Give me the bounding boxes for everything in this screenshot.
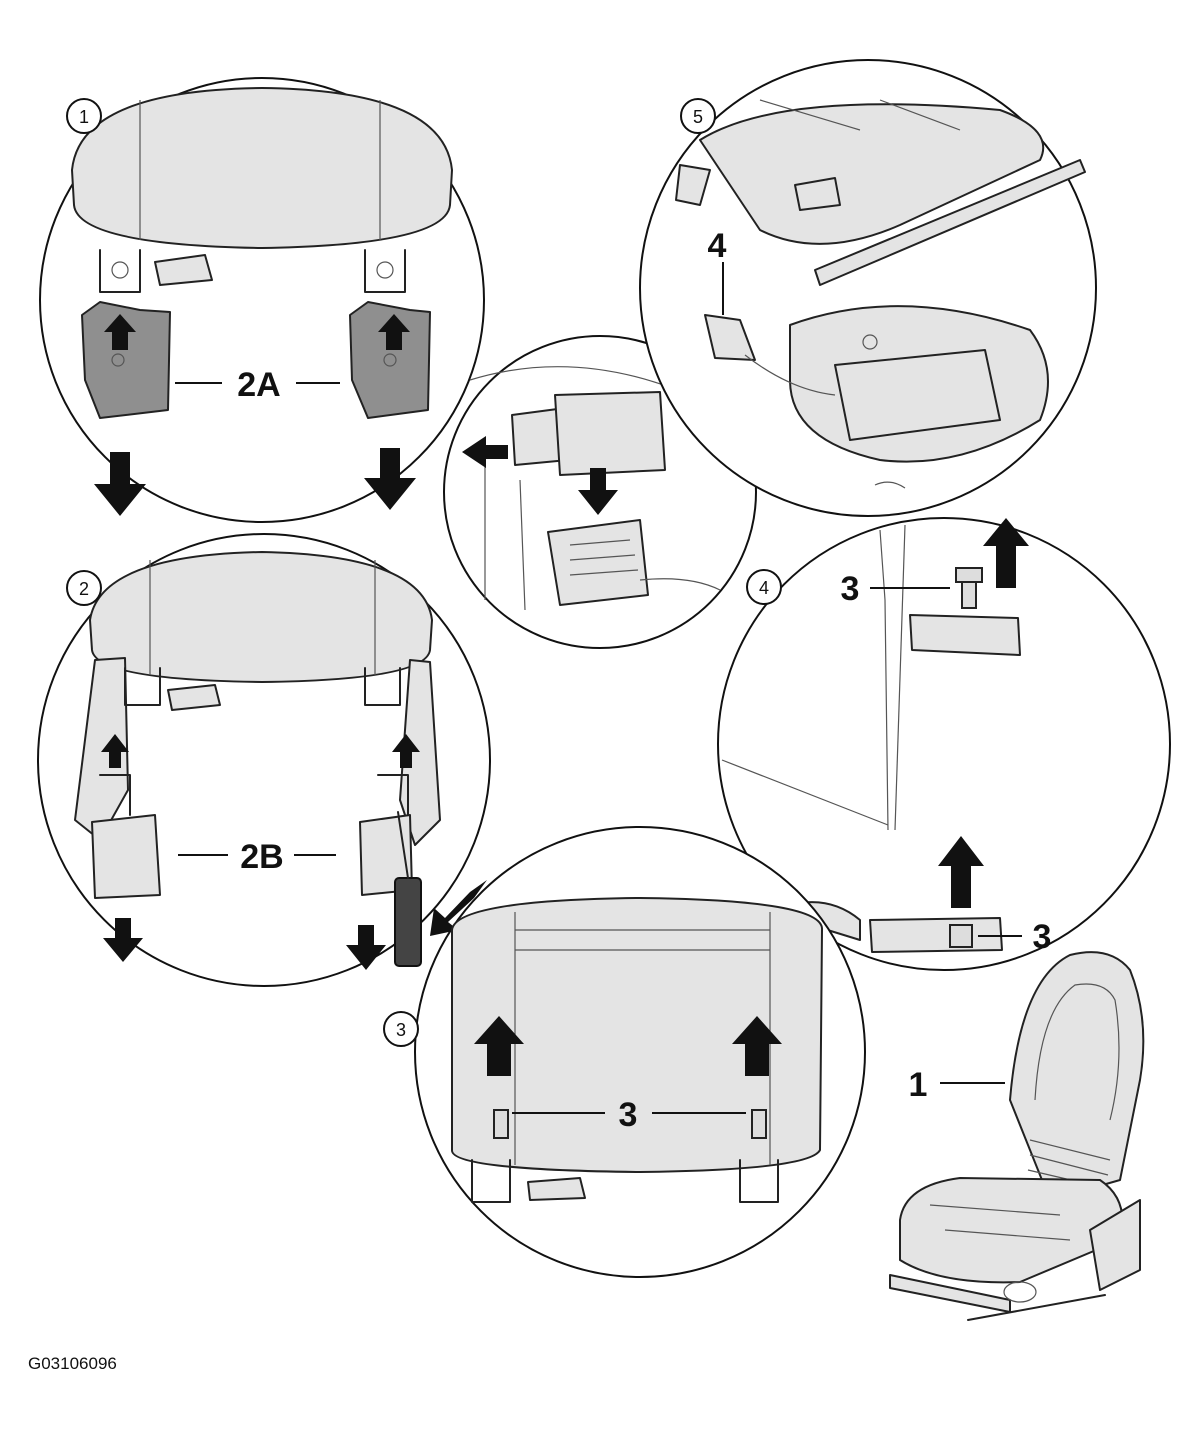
arrow-left-icon <box>462 436 508 468</box>
seat-overview <box>889 951 1145 1321</box>
screwdriver-icon <box>394 811 422 967</box>
svg-text:4: 4 <box>759 578 769 598</box>
label-3-front: 3 <box>619 1096 638 1134</box>
arrow-down-icon <box>103 918 143 962</box>
step-badge-2: 2 <box>66 570 102 606</box>
label-3-lower: 3 <box>1033 918 1052 956</box>
arrow-up-icon <box>983 518 1029 588</box>
label-3-upper: 3 <box>841 570 860 608</box>
arrow-up-icon <box>378 314 410 350</box>
svg-text:5: 5 <box>693 107 703 127</box>
step-badge-1: 1 <box>66 98 102 134</box>
arrow-up-icon <box>938 836 984 908</box>
label-2a: 2A <box>237 366 280 404</box>
svg-text:2: 2 <box>79 579 89 599</box>
step-badge-5: 5 <box>680 98 716 134</box>
arrow-up-icon <box>392 734 420 768</box>
arrow-up-icon <box>474 1016 524 1076</box>
arrow-down-icon <box>578 468 618 515</box>
step-badge-3: 3 <box>383 1011 419 1047</box>
detail-2 <box>37 533 491 987</box>
step-badge-4: 4 <box>746 569 782 605</box>
label-1-seat: 1 <box>909 1066 928 1104</box>
arrow-down-icon <box>364 448 416 510</box>
detail-1 <box>39 77 485 523</box>
arrow-down-icon <box>346 925 386 970</box>
svg-text:3: 3 <box>396 1020 406 1040</box>
arrow-left-icon <box>430 880 487 936</box>
arrow-down-icon <box>94 452 146 516</box>
label-2b: 2B <box>240 838 283 876</box>
svg-text:1: 1 <box>79 107 89 127</box>
arrow-up-icon <box>732 1016 782 1076</box>
detail-5 <box>639 59 1097 517</box>
arrow-up-icon <box>101 734 129 768</box>
detail-3 <box>414 826 866 1278</box>
label-4: 4 <box>708 227 727 265</box>
figure-id: G03106096 <box>28 1354 117 1373</box>
arrow-up-icon <box>104 314 136 350</box>
